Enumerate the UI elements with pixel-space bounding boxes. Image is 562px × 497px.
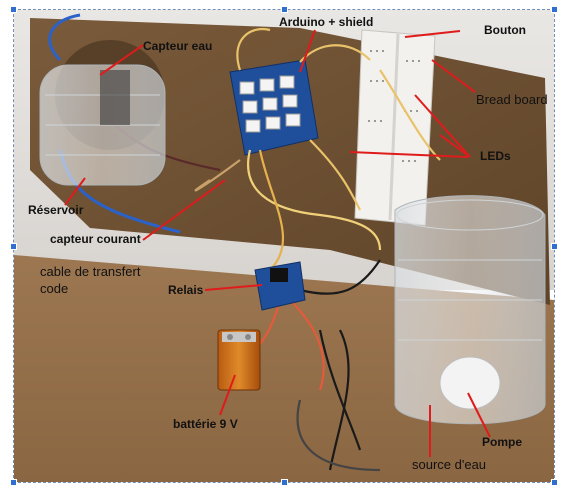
label-bread-board: Bread board bbox=[476, 92, 548, 107]
label-pompe: Pompe bbox=[482, 435, 523, 449]
resize-handle-bottom-right[interactable] bbox=[551, 479, 558, 486]
resize-handle-middle-left[interactable] bbox=[10, 243, 17, 250]
label-cable-line1: cable de transfert bbox=[40, 264, 141, 279]
resize-handle-bottom-left[interactable] bbox=[10, 479, 17, 486]
battery-9v bbox=[217, 329, 261, 391]
label-batterie: battérie 9 V bbox=[173, 417, 238, 431]
resize-handle-top-center[interactable] bbox=[281, 6, 288, 13]
label-bouton: Bouton bbox=[484, 23, 526, 37]
resize-handle-bottom-center[interactable] bbox=[281, 479, 288, 486]
annotation-arrows bbox=[64, 29, 491, 457]
label-capteur-eau: Capteur eau bbox=[143, 39, 213, 53]
label-relais: Relais bbox=[168, 283, 204, 297]
resize-handle-middle-right[interactable] bbox=[551, 243, 558, 250]
resize-handle-top-right[interactable] bbox=[551, 6, 558, 13]
label-source-eau: source d'eau bbox=[412, 457, 487, 472]
water-source-bottle bbox=[394, 195, 546, 425]
label-reservoir: Réservoir bbox=[28, 203, 84, 217]
label-leds: LEDs bbox=[480, 149, 511, 163]
arduino-shield bbox=[229, 59, 319, 156]
label-arduino-shield: Arduino + shield bbox=[279, 15, 374, 29]
relay-module bbox=[254, 261, 306, 311]
breadboard bbox=[354, 29, 436, 226]
pump bbox=[439, 356, 501, 410]
reservoir-bottle bbox=[39, 64, 166, 186]
label-cable-line2: code bbox=[40, 281, 69, 296]
label-capteur-courant: capteur courant bbox=[50, 232, 141, 246]
resize-handle-top-left[interactable] bbox=[10, 6, 17, 13]
